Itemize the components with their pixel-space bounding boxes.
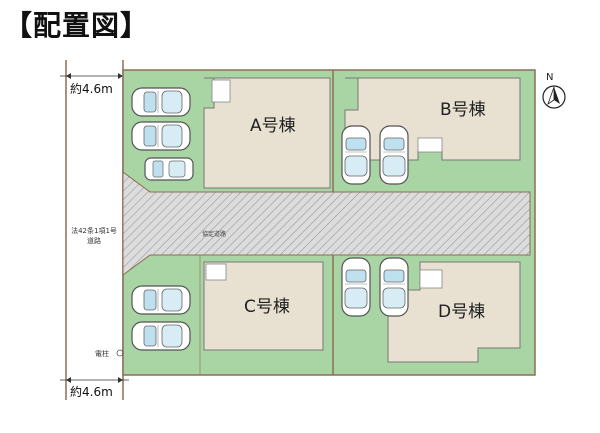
car-a1	[131, 87, 191, 117]
public-road-label-1: 法42条1項1号	[71, 227, 117, 235]
car-a3	[144, 157, 194, 181]
building-b-label: B号棟	[440, 100, 486, 120]
page-title: 【配置図】	[4, 9, 150, 42]
building-d-label: D号棟	[438, 302, 485, 322]
car-a2	[131, 121, 191, 151]
road-width-top: 約4.6m	[70, 82, 113, 96]
building-a-label: A号棟	[250, 116, 296, 136]
pole-label: 電柱	[95, 350, 109, 358]
road-width-bottom: 約4.6m	[70, 385, 113, 399]
compass-icon	[542, 85, 566, 109]
private-road-label: 協定道路	[202, 230, 226, 238]
compass-north-label: N	[546, 72, 553, 83]
car-c2	[131, 321, 191, 351]
building-c	[203, 261, 324, 351]
car-c1	[131, 285, 191, 315]
pole-icon	[116, 349, 124, 357]
building-c-label: C号棟	[244, 297, 290, 317]
private-road	[122, 171, 531, 276]
public-road-label-2: 道路	[87, 237, 101, 245]
